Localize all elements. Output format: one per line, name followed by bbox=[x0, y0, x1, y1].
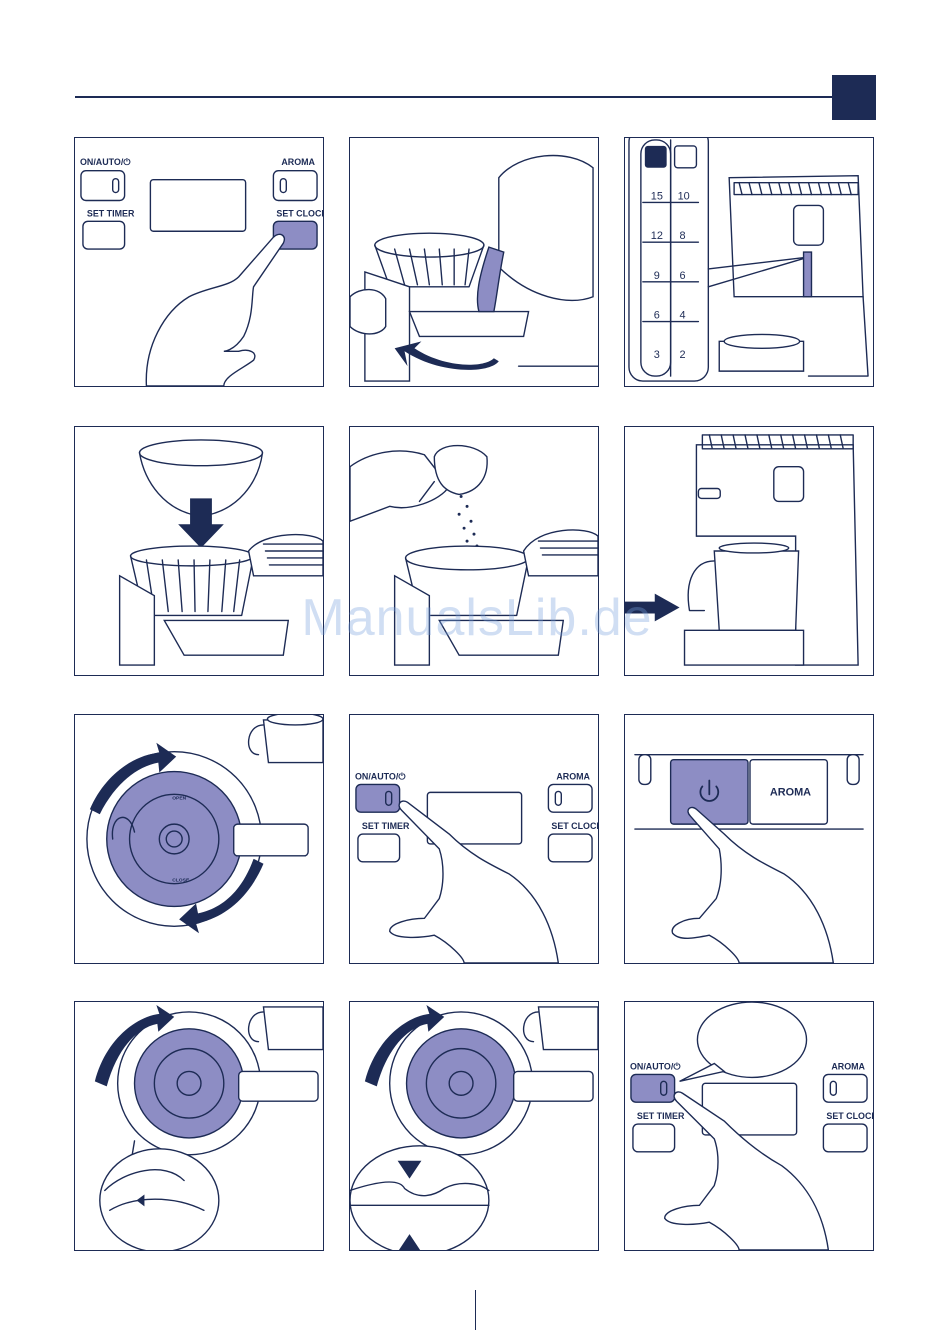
lid-highlight bbox=[407, 1029, 516, 1138]
on-button-highlight bbox=[356, 784, 400, 812]
panel-add-coffee bbox=[349, 426, 599, 676]
aroma-label: AROMA bbox=[556, 771, 590, 781]
panel-press-on: ON/AUTO/⏻ SET TIMER AROMA SET CLOCK bbox=[349, 714, 599, 964]
filter-basket-icon bbox=[139, 440, 262, 466]
set-timer-label: SET TIMER bbox=[87, 208, 135, 218]
press-on-bubble-illustration: ON/AUTO/⏻ SET TIMER AROMA SET CLOCK bbox=[625, 1002, 873, 1250]
gauge-right-0: 10 bbox=[678, 191, 690, 203]
set-timer-label: SET TIMER bbox=[362, 821, 410, 831]
arrow-down-icon bbox=[178, 498, 224, 548]
footer-rule bbox=[475, 1290, 476, 1330]
on-auto-label: ON/AUTO/⏻ bbox=[630, 1061, 681, 1071]
carafe-handle bbox=[234, 824, 308, 856]
lid-close-illustration bbox=[350, 1002, 598, 1250]
gauge-right-4: 2 bbox=[680, 349, 686, 361]
set-clock-label: SET CLOCK bbox=[276, 208, 323, 218]
set-clock-label: SET CLOCK bbox=[551, 821, 598, 831]
gauge-left-1: 12 bbox=[651, 230, 663, 242]
lid-open-label: OPEN bbox=[172, 795, 186, 801]
panel-lid-open bbox=[74, 1001, 324, 1251]
cup-icon bbox=[645, 146, 667, 168]
hand-icon bbox=[350, 290, 386, 334]
panel-insert-filter bbox=[74, 426, 324, 676]
coffee-grounds bbox=[458, 495, 479, 550]
lid-highlight bbox=[107, 772, 242, 907]
on-button-highlight bbox=[631, 1074, 675, 1102]
panel-lid-close bbox=[349, 1001, 599, 1251]
on-auto-label: ON/AUTO/⏻ bbox=[355, 771, 406, 781]
aroma-button-label: AROMA bbox=[770, 786, 811, 798]
gauge-left-0: 15 bbox=[651, 191, 663, 203]
gauge-left-3: 6 bbox=[654, 310, 660, 322]
power-button-illustration: AROMA bbox=[625, 715, 873, 963]
aroma-label: AROMA bbox=[281, 157, 315, 167]
mug-icon bbox=[675, 146, 697, 168]
carafe-thumbnail-icon bbox=[538, 1007, 598, 1050]
carafe-thumbnail-icon bbox=[263, 1007, 323, 1050]
lid-close-label: CLOSE bbox=[172, 878, 190, 884]
lid-open-illustration bbox=[75, 1002, 323, 1250]
fill-water-illustration bbox=[350, 138, 598, 386]
carafe-thumbnail-icon bbox=[263, 720, 323, 763]
panel-water-gauge: 15 12 9 6 3 10 8 6 4 2 bbox=[624, 137, 874, 387]
rotate-lid-illustration: OPEN CLOSE bbox=[75, 715, 323, 963]
press-on-illustration: ON/AUTO/⏻ SET TIMER AROMA SET CLOCK bbox=[350, 715, 598, 963]
lid-highlight bbox=[135, 1029, 244, 1138]
carafe-icon bbox=[499, 156, 593, 301]
carafe-icon bbox=[714, 551, 798, 630]
hand-icon bbox=[672, 807, 833, 963]
gauge-left-4: 3 bbox=[654, 349, 660, 361]
header-rule bbox=[75, 96, 833, 98]
machine-top-icon bbox=[249, 535, 323, 576]
display-screen bbox=[150, 180, 245, 232]
water-window-highlight bbox=[804, 252, 812, 297]
gauge-right-1: 8 bbox=[680, 230, 686, 242]
panel-insert-carafe bbox=[624, 426, 874, 676]
gauge-left-2: 9 bbox=[654, 270, 660, 282]
set-timer-label: SET TIMER bbox=[637, 1111, 685, 1121]
on-auto-label: ON/AUTO/⏻ bbox=[80, 157, 131, 167]
set-clock-illustration: ON/AUTO/⏻ SET TIMER AROMA SET CLOCK bbox=[75, 138, 323, 386]
hand-icon bbox=[146, 234, 284, 386]
gauge-right-2: 6 bbox=[680, 270, 686, 282]
panel-set-clock: ON/AUTO/⏻ SET TIMER AROMA SET CLOCK bbox=[74, 137, 324, 387]
section-tab bbox=[832, 75, 876, 120]
insert-carafe-illustration bbox=[625, 427, 873, 675]
gauge-right-3: 4 bbox=[680, 310, 686, 322]
add-coffee-illustration bbox=[350, 427, 598, 675]
arrow-right-icon bbox=[625, 594, 680, 622]
aroma-label: AROMA bbox=[831, 1061, 865, 1071]
water-gauge-illustration: 15 12 9 6 3 10 8 6 4 2 bbox=[625, 138, 873, 386]
insert-filter-illustration bbox=[75, 427, 323, 675]
panel-fill-water bbox=[349, 137, 599, 387]
panel-press-on-bubble: ON/AUTO/⏻ SET TIMER AROMA SET CLOCK bbox=[624, 1001, 874, 1251]
set-clock-label: SET CLOCK bbox=[826, 1111, 873, 1121]
panel-power-button: AROMA bbox=[624, 714, 874, 964]
arrow-icon bbox=[395, 341, 499, 370]
water-stream bbox=[477, 247, 503, 311]
panel-rotate-lid: OPEN CLOSE bbox=[74, 714, 324, 964]
